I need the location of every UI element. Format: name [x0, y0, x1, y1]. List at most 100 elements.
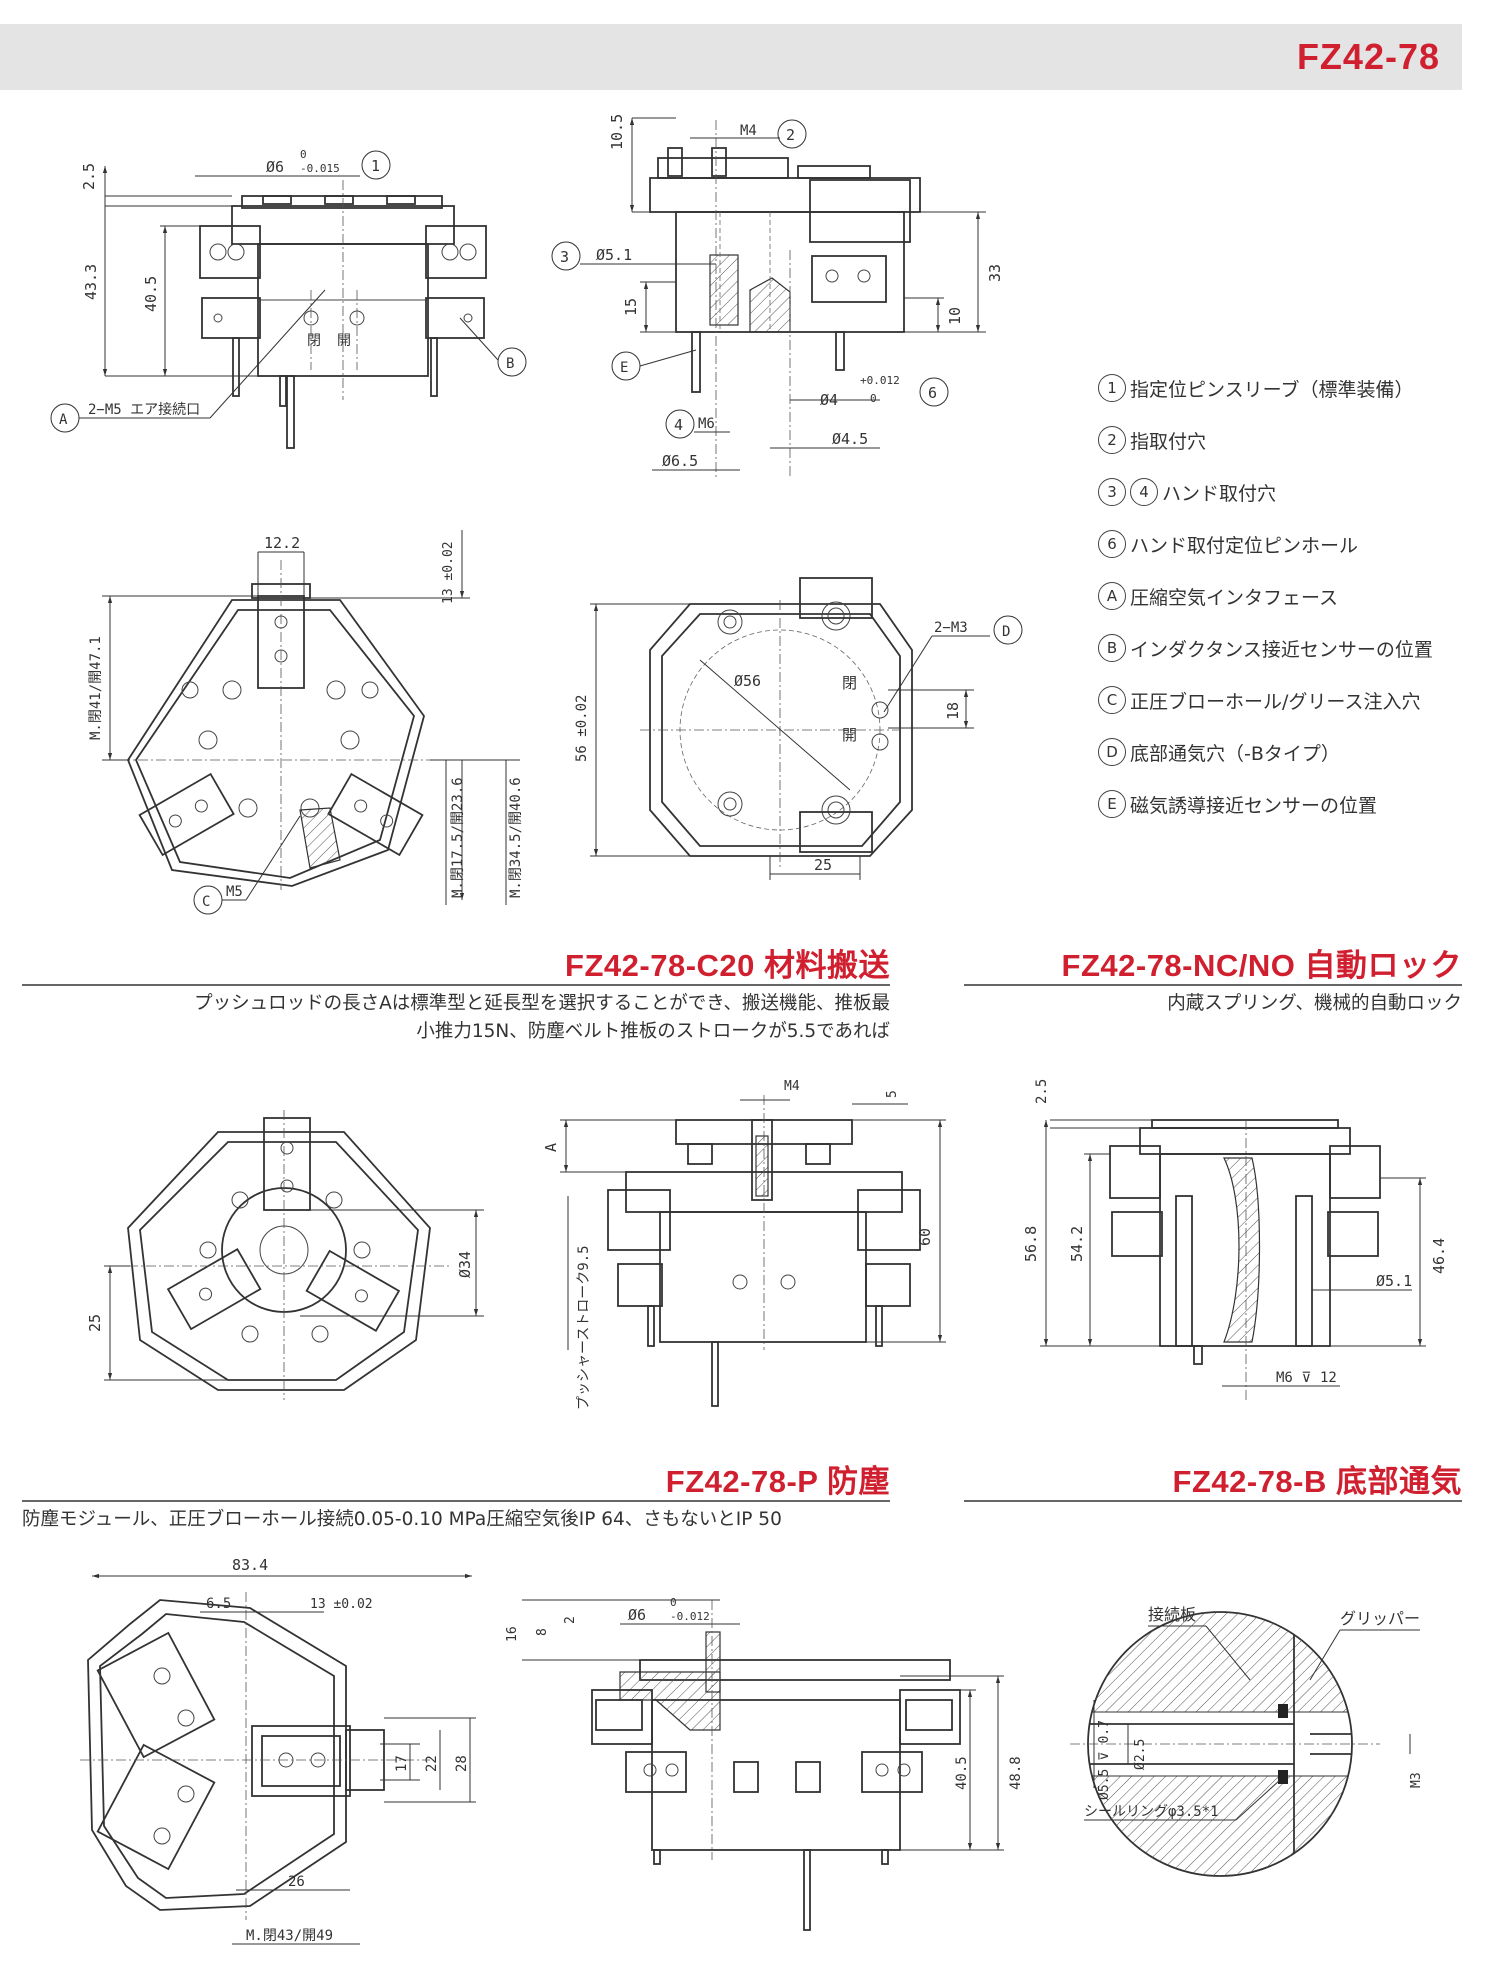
label-plate: 接続板 [1148, 1605, 1196, 1624]
legend-text: インダクタンス接近センサーの位置 [1130, 638, 1433, 661]
dim-10: 10 [946, 307, 964, 325]
legend-text: 圧縮空気インタフェース [1130, 586, 1339, 609]
dim-15: 15 [622, 298, 640, 316]
section-title-c20: FZ42-78-C20 材料搬送 [565, 948, 890, 983]
mark-C: C [202, 894, 210, 910]
dim-2-p: 2 [563, 1616, 578, 1624]
legend-text: ハンド取付穴 [1162, 482, 1277, 505]
dim-phi6: Ø6 [266, 158, 284, 176]
dim-56: 56 ±0.02 [574, 695, 590, 762]
legend-item-1: 1 指定位ピンスリーブ（標準装備） [1098, 362, 1478, 414]
dim-phi5-1-nc: Ø5.1 [1376, 1272, 1412, 1290]
page-header: FZ42-78 [0, 24, 1462, 90]
section-divider [964, 984, 1462, 986]
drawing-top-view-hex: 12.2 M.閉41/開47.1 13 ±0.02 M.閉17.5/開23.6 … [88, 530, 524, 915]
label-close-b: 閉 [842, 674, 857, 692]
legend-mark-icon: D [1098, 738, 1126, 766]
legend-mark-icon: 2 [1098, 426, 1126, 454]
dim-56-8: 56.8 [1022, 1226, 1040, 1262]
dim-6-5: 6.5 [206, 1596, 231, 1612]
dim-28: 28 [454, 1755, 470, 1772]
dim-phi6-5: Ø6.5 [662, 452, 698, 470]
section-divider [22, 984, 890, 986]
dim-60: 60 [916, 1228, 934, 1246]
legend-text: 底部通気穴（-Bタイプ） [1130, 742, 1340, 765]
dim-phi6-p: Ø6 [628, 1606, 646, 1624]
drawing-p-side: 16 8 2 Ø6 0 -0.012 40.5 48.8 [505, 1596, 1024, 1931]
dim-tol-dn: -0.015 [300, 162, 340, 175]
section-desc-p: 防塵モジュール、正圧ブローホール接続0.05-0.10 MPa圧縮空気後IP 6… [22, 1509, 782, 1530]
dim-m5: M5 [226, 884, 243, 900]
legend-mark-icon: B [1098, 634, 1126, 662]
dim-33: 33 [986, 264, 1004, 282]
dim-A: A [542, 1143, 560, 1152]
drawing-front-view: 2.5 43.3 40.5 Ø6 0 -0.015 1 B A 2−M5 エア接… [50, 148, 527, 449]
mark-D: D [1002, 624, 1010, 640]
legend-item-9: E 磁気誘導接近センサーの位置 [1098, 778, 1478, 830]
dim-phi34: Ø34 [456, 1251, 474, 1278]
dim-m4-c20: M4 [784, 1079, 800, 1094]
desc-line: 小推力15N、防塵ベルト推板のストロークが5.5であれば [416, 1021, 890, 1042]
dim-tol-up: 0 [300, 148, 307, 161]
dim-phi6-tol-dn: -0.012 [670, 1610, 710, 1623]
section-title-nc: FZ42-78-NC/NO 自動ロック [1061, 948, 1462, 983]
pusher-stroke: プッシャーストローク9.5 [576, 1245, 592, 1410]
section-divider [22, 1500, 890, 1502]
mark-A: A [59, 412, 68, 428]
dim-phi4-5: Ø4.5 [832, 430, 868, 448]
dim-22: 22 [424, 1755, 440, 1772]
dim-phi4: Ø4 [820, 391, 838, 409]
label-open-b: 開 [842, 726, 857, 744]
dim-phi6-tol-up: 0 [670, 1596, 677, 1609]
dim-26: 26 [288, 1874, 305, 1890]
legend-text: 正圧ブローホール/グリース注入穴 [1130, 690, 1421, 713]
stroke-47: M.閉41/開47.1 [88, 636, 104, 740]
drawing-b-detail: 接続板 グリッパー Ø5.5 ⊽ 0.7 Ø2.5 M3 シールリングφ3.5*… [1070, 1605, 1424, 1877]
dim-13: 13 ±0.02 [441, 541, 456, 604]
legend-item-7: C 正圧ブローホール/グリース注入穴 [1098, 674, 1478, 726]
legend-text: 指定位ピンスリーブ（標準装備） [1130, 378, 1414, 401]
dim-16: 16 [505, 1626, 520, 1642]
dim-46-4: 46.4 [1430, 1238, 1448, 1274]
dim-17: 17 [394, 1755, 410, 1772]
legend-item-8: D 底部通気穴（-Bタイプ） [1098, 726, 1478, 778]
dim-18: 18 [944, 702, 962, 720]
dim-83-4: 83.4 [232, 1556, 268, 1574]
section-desc-nc: 内蔵スプリング、機械的自動ロック [1167, 993, 1462, 1014]
legend-mark-icon: A [1098, 582, 1126, 610]
section-divider [964, 1500, 1462, 1502]
dim-phi5-5: Ø5.5 ⊽ 0.7 [1097, 1720, 1112, 1800]
stroke-49: M.閉43/開49 [246, 1928, 333, 1944]
dim-phi4-tol-dn: 0 [870, 392, 877, 405]
label-gripper: グリッパー [1340, 1609, 1420, 1628]
page-title: FZ42-78 [1296, 36, 1440, 77]
dim-phi5-1: Ø5.1 [596, 246, 632, 264]
dim-phi4-tol-up: +0.012 [860, 374, 900, 387]
legend-mark-icon: E [1098, 790, 1126, 818]
mark-4: 4 [674, 416, 683, 434]
legend-item-2: 2 指取付穴 [1098, 414, 1478, 466]
dim-phi2-5: Ø2.5 [1133, 1739, 1148, 1770]
mark-E: E [620, 360, 628, 376]
drawing-p-top: 83.4 6.5 13 ±0.02 17 22 28 26 M.閉43/開49 [80, 1556, 476, 1945]
drawing-side-section: 10.5 M4 2 3 Ø5.1 15 33 10 E Ø4 +0.012 0 … [551, 114, 1004, 478]
drawing-nc-section: 2.5 56.8 54.2 46.4 Ø5.1 M6 ⊽ 12 [1022, 1079, 1448, 1400]
drawing-bottom-view: 56 ±0.02 Ø56 18 25 2−M3 D 閉 開 [574, 577, 1023, 880]
label-close: 閉 [307, 333, 321, 349]
mark-1: 1 [371, 157, 380, 175]
legend: 1 指定位ピンスリーブ（標準装備） 2 指取付穴 3 4 ハンド取付穴 6 ハン… [1098, 362, 1478, 830]
legend-item-6: B インダクタンス接近センサーの位置 [1098, 622, 1478, 674]
legend-text: 指取付穴 [1130, 430, 1207, 453]
dim-10-5: 10.5 [608, 114, 626, 150]
legend-text: 磁気誘導接近センサーの位置 [1130, 794, 1378, 817]
legend-text: ハンド取付定位ピンホール [1130, 534, 1359, 557]
dim-48-8: 48.8 [1008, 1756, 1024, 1790]
drawing-c20-side: M4 5 A プッシャーストローク9.5 60 [542, 1079, 946, 1410]
dim-8: 8 [535, 1628, 550, 1636]
legend-mark-icon: 4 [1130, 478, 1158, 506]
dim-40-5-p: 40.5 [954, 1756, 970, 1790]
section-desc-c20: プッシュロッドの長さAは標準型と延長型を選択することができ、搬送機能、推板最 小… [10, 990, 890, 1046]
legend-mark-icon: 6 [1098, 530, 1126, 558]
section-title-p: FZ42-78-P 防塵 [665, 1464, 890, 1499]
